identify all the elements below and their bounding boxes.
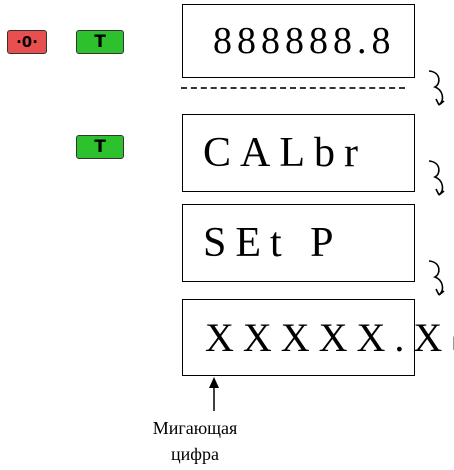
display-setp: SEt P	[182, 204, 415, 282]
zero-button[interactable]: ·0·	[7, 30, 47, 54]
display-weight: XXXXX.X kg	[182, 299, 454, 376]
display-text: CALbr	[203, 130, 367, 176]
up-arrow-icon	[209, 377, 219, 411]
display-text: SEt P	[203, 220, 343, 266]
tare-button-2[interactable]: T	[76, 135, 124, 159]
curved-arrow-icon	[428, 260, 445, 296]
display-text: 888888.8	[213, 20, 396, 62]
display-calbr: CALbr	[182, 114, 415, 192]
blinking-digit-caption: Мигающая цифра	[120, 415, 270, 467]
tare-button-1[interactable]: T	[76, 30, 124, 54]
unit-label: kg	[452, 334, 454, 355]
display-text: XXXXX.X	[205, 314, 452, 360]
caption-line-2: цифра	[171, 444, 219, 464]
curved-arrow-icon	[428, 160, 445, 196]
display-all-segments: 888888.8	[182, 4, 415, 78]
curved-arrow-icon	[428, 70, 445, 106]
dashed-separator	[181, 87, 405, 89]
caption-line-1: Мигающая	[152, 418, 238, 438]
